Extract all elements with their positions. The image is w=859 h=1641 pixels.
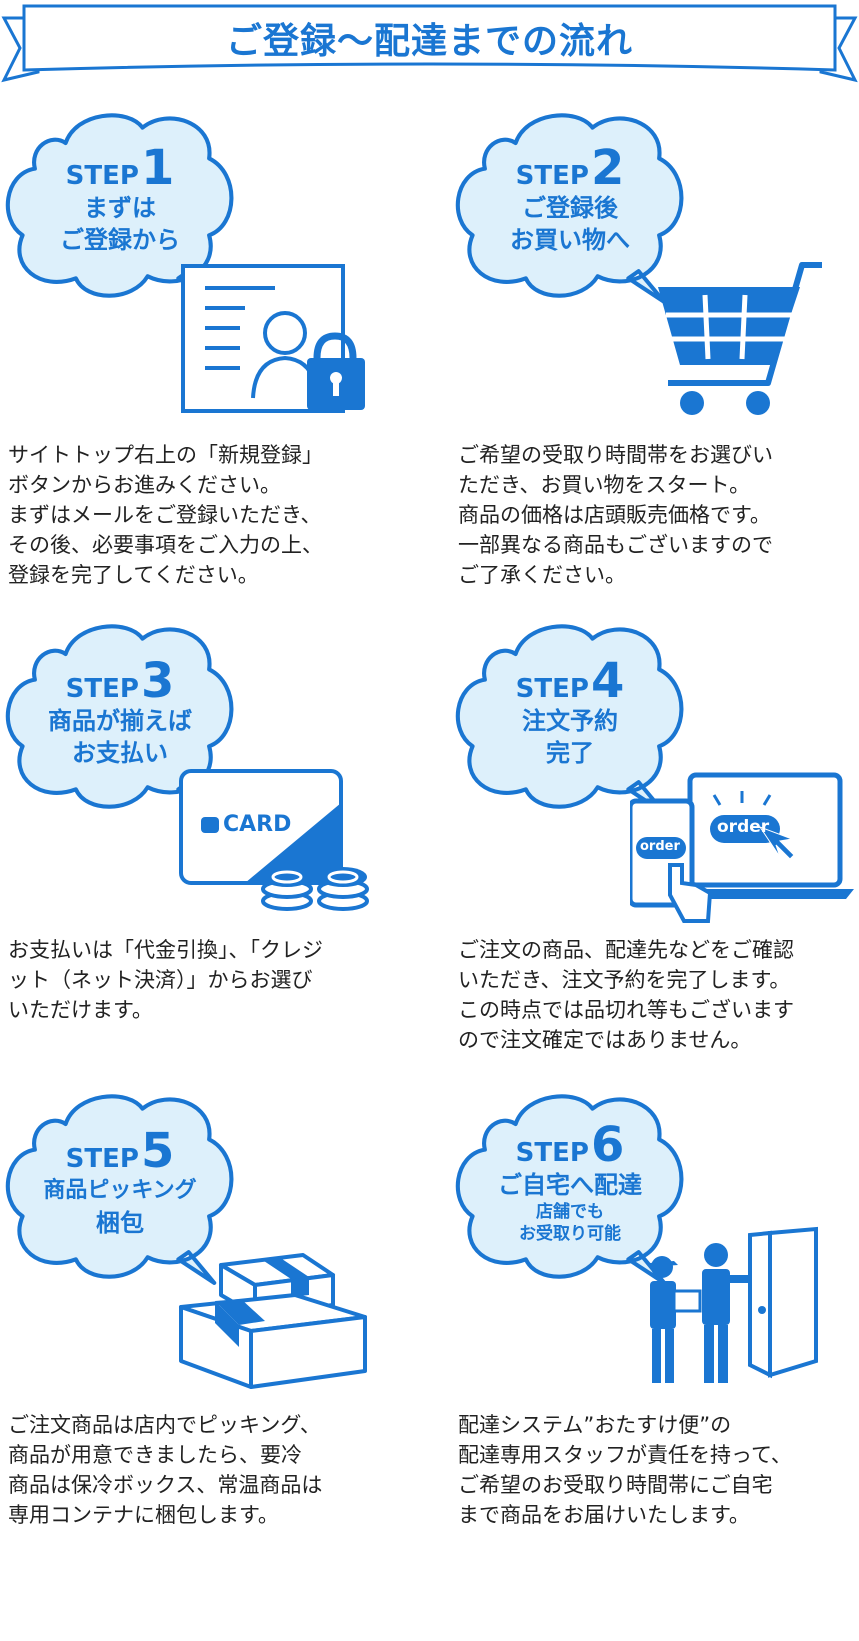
step-2-line-2: お買い物へ — [510, 226, 630, 254]
order-label-phone: order — [640, 839, 680, 854]
step-6-bubble-text: STEP6 ご自宅へ配達 店舗でも お受取り可能 — [465, 1121, 675, 1245]
delivery-person-icon — [650, 1226, 818, 1383]
step-word: STEP — [515, 161, 589, 191]
step-1-number: 1 — [140, 140, 175, 196]
packages-icon — [179, 1253, 367, 1389]
step-4-bubble-text: STEP4 注文予約 完了 — [470, 657, 670, 769]
step-3-line-1: 商品が揃えば — [48, 707, 192, 735]
step-word: STEP — [515, 1138, 589, 1168]
page-title: ご登録〜配達までの流れ — [225, 21, 633, 62]
step-6-number: 6 — [590, 1117, 625, 1173]
step-6-description: 配達システム”おたすけ便”の 配達専用スタッフが責任を持って、 ご希望のお受取り… — [458, 1413, 792, 1527]
step-5-description: ご注文商品は店内でピッキング、 商品が用意できましたら、要冷 商品は保冷ボックス… — [8, 1413, 323, 1527]
step-word: STEP — [65, 1144, 139, 1174]
step-3-bubble-text: STEP3 商品が揃えば お支払い — [15, 657, 225, 769]
step-3: STEP3 商品が揃えば お支払い CARD お支払いは「代金引換」、「クレジ … — [0, 605, 429, 1065]
step-3-description: お支払いは「代金引換」、「クレジ ット（ネット決済）」からお選び いただけます。 — [8, 938, 323, 1022]
step-word: STEP — [65, 674, 139, 704]
step-1-line-2: ご登録から — [60, 226, 180, 254]
step-5-line-2: 梱包 — [96, 1209, 144, 1237]
step-3-number: 3 — [140, 653, 175, 709]
shopping-cart-icon — [658, 262, 822, 415]
card-label: CARD — [223, 812, 292, 837]
step-5-number: 5 — [140, 1123, 175, 1179]
step-5-line-1: 商品ピッキング — [43, 1178, 197, 1203]
step-6: STEP6 ご自宅へ配達 店舗でも お受取り可能 配達システム”おたすけ便”の … — [450, 1075, 859, 1575]
step-1-line-1: まずは — [84, 194, 156, 222]
order-label-laptop: order — [717, 817, 770, 837]
step-1-bubble-text: STEP1 まずは ご登録から — [20, 144, 220, 256]
step-2: STEP2 ご登録後 お買い物へ ご希望の受取り時間帯をお選びい ただき、お買い… — [450, 100, 859, 600]
step-4-number: 4 — [590, 653, 625, 709]
step-2-number: 2 — [590, 140, 625, 196]
step-6-small-line-2: お受取り可能 — [519, 1224, 621, 1244]
step-6-small-line-1: 店舗でも — [536, 1202, 604, 1222]
step-word: STEP — [65, 161, 139, 191]
step-1: STEP1 まずは ご登録から サイトトップ右上の「新規登録」 ボタンからお進み… — [0, 100, 429, 600]
step-4-line-1: 注文予約 — [522, 707, 618, 735]
step-2-description: ご希望の受取り時間帯をお選びい ただき、お買い物をスタート。 商品の価格は店頭販… — [458, 443, 773, 587]
card-coins-icon — [179, 769, 369, 911]
order-devices-icon — [630, 772, 854, 923]
step-6-line-1: ご自宅へ配達 — [498, 1171, 642, 1199]
step-4: STEP4 注文予約 完了 order order ご注文の商品、配達先などをご… — [450, 605, 859, 1065]
step-4-description: ご注文の商品、配達先などをご確認 いただき、注文予約を完了します。 この時点では… — [458, 938, 794, 1052]
step-5: STEP5 商品ピッキング 梱包 ご注文商品は店内でピッキング、 商品が用意でき… — [0, 1075, 429, 1575]
step-4-line-2: 完了 — [546, 739, 594, 767]
step-2-line-1: ご登録後 — [522, 194, 618, 222]
document-lock-icon — [181, 264, 365, 413]
step-3-line-2: お支払い — [72, 739, 168, 767]
step-1-description: サイトトップ右上の「新規登録」 ボタンからお進みください。 まずはメールをご登録… — [8, 443, 323, 587]
step-2-bubble-text: STEP2 ご登録後 お買い物へ — [470, 144, 670, 256]
step-5-bubble-text: STEP5 商品ピッキング 梱包 — [10, 1127, 230, 1239]
title-banner — [1, 4, 858, 83]
step-word: STEP — [515, 674, 589, 704]
